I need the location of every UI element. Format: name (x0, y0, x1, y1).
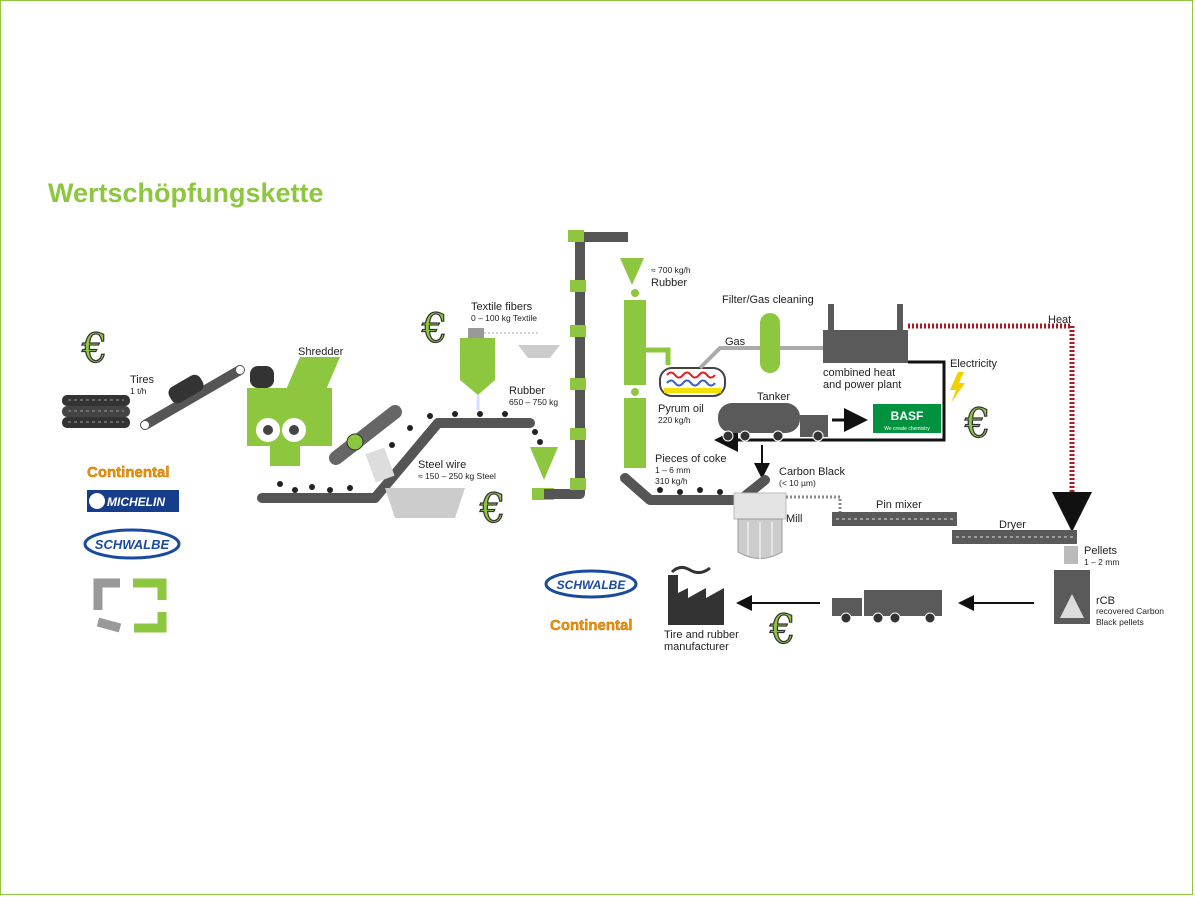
rubber-label: Rubber (509, 385, 545, 397)
gas-line (698, 346, 825, 370)
svg-text:Continental: Continental (550, 617, 633, 634)
basf-logo: BASF We create chemistry (873, 404, 941, 433)
coke-label: Pieces of coke (655, 453, 727, 465)
filter-label: Filter/Gas cleaning (722, 294, 814, 306)
euro-icon-electricity: € (964, 401, 990, 447)
carbon-black-line (786, 495, 842, 512)
dryer-label: Dryer (999, 519, 1026, 531)
heat-label: Heat (1048, 314, 1071, 326)
heat-line (908, 323, 1092, 532)
factory-icon (668, 565, 724, 625)
rubber-sub: 650 – 750 kg (509, 397, 558, 407)
euro-icon-tires: € (81, 326, 107, 372)
tires-rate: 1 t/h (130, 386, 147, 396)
rubber-top-rate: ≈ 700 kg/h (651, 265, 691, 275)
chp-label-2: and power plant (823, 379, 901, 391)
euro-icon-textile: € (421, 306, 447, 352)
mill-label: Mill (786, 513, 803, 525)
tires-label: Tires (130, 374, 155, 386)
manufacturer-label-1: Tire and rubber (664, 629, 739, 641)
coke-conveyor (620, 473, 770, 505)
continental-logo-bottom: Continental (550, 617, 633, 634)
steel-label: Steel wire (418, 459, 466, 471)
pellet-silo (1054, 546, 1090, 624)
gas-label: Gas (725, 336, 746, 348)
svg-text:BASF: BASF (891, 409, 924, 423)
shredder-machine (247, 357, 340, 466)
tanker-truck-icon (718, 403, 828, 442)
pin-mixer (832, 512, 957, 526)
gas-filter (760, 313, 780, 373)
euro-icon-steel: € (479, 486, 505, 532)
electricity-label: Electricity (950, 358, 998, 370)
carbon-black-label: Carbon Black (779, 466, 846, 478)
pin-mixer-label: Pin mixer (876, 499, 922, 511)
granulate-dots (277, 411, 543, 493)
tanker-label: Tanker (757, 391, 790, 403)
euro-icon-manufacturer: € (769, 607, 795, 653)
schwalbe-logo-bottom: SCHWALBE (544, 569, 638, 599)
svg-text:SCHWALBE: SCHWALBE (557, 578, 627, 592)
rubber-conveyor (257, 405, 535, 503)
dryer (952, 530, 1077, 544)
schwalbe-logo: SCHWALBE (83, 528, 181, 560)
tire-conveyor (140, 365, 274, 430)
michelin-logo: MICHELIN (87, 490, 179, 512)
page-title: Wertschöpfungskette (48, 178, 324, 208)
chp-label-1: combined heat (823, 367, 895, 379)
tire-stack-icon (62, 395, 130, 428)
coke-rate: 310 kg/h (655, 476, 688, 486)
bucket-elevator (544, 230, 628, 499)
continental-logo: Continental (87, 464, 170, 481)
svg-text:MICHELIN: MICHELIN (107, 495, 165, 509)
truck-icon (832, 590, 942, 624)
lightning-icon (950, 372, 965, 403)
rcb-label: rCB (1096, 595, 1115, 607)
electricity-line (714, 360, 946, 452)
rcb-sub-1: recovered Carbon (1096, 606, 1164, 616)
manufacturer-label-2: manufacturer (664, 641, 729, 653)
rubber-top-label: Rubber (651, 277, 687, 289)
pellets-size: 1 – 2 mm (1084, 557, 1119, 567)
textile-sub: 0 – 100 kg Textile (471, 313, 537, 323)
textile-label: Textile fibers (471, 301, 533, 313)
coke-size: 1 – 6 mm (655, 465, 690, 475)
textile-cyclone (460, 328, 560, 410)
steel-sub: ≈ 150 – 250 kg Steel (418, 471, 496, 481)
svg-text:SCHWALBE: SCHWALBE (95, 537, 170, 552)
mill-machine (733, 492, 787, 560)
pyrolysis-reactor (620, 258, 671, 468)
chp-plant (823, 304, 908, 363)
shredder-label: Shredder (298, 346, 344, 358)
svg-text:We create chemistry: We create chemistry (884, 426, 930, 432)
pyrum-oil-label: Pyrum oil (658, 403, 704, 415)
pellets-label: Pellets (1084, 545, 1118, 557)
carbon-black-size: (< 10 µm) (779, 478, 816, 488)
svg-text:Continental: Continental (87, 464, 170, 481)
rcb-sub-2: Black pellets (1096, 617, 1144, 627)
oil-condenser (659, 367, 726, 397)
steel-wire-bin (365, 447, 465, 518)
recycling-logo (93, 578, 167, 633)
pyrum-oil-rate: 220 kg/h (658, 415, 691, 425)
